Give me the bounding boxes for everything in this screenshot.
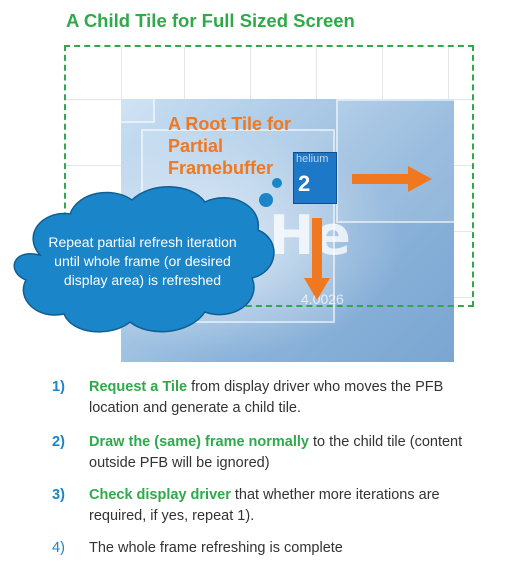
root-tile-label: A Root Tile for Partial Framebuffer — [168, 114, 291, 178]
child-tile-frame — [64, 45, 474, 307]
step-highlight: Check display driver — [89, 487, 231, 503]
step-number: 4) — [52, 540, 65, 556]
cloud-shape-icon — [13, 186, 275, 333]
down-arrow-icon — [304, 218, 330, 300]
diagram-title: A Child Tile for Full Sized Screen — [66, 10, 355, 31]
step-text: to the child tile (content outside PFB w… — [89, 434, 463, 471]
root-tile-element-name: helium — [296, 153, 329, 165]
step-text: The whole frame refreshing is complete — [89, 540, 343, 556]
step-text: from display driver who moves the PFB lo… — [89, 379, 444, 416]
root-tile: helium 2 — [293, 152, 337, 204]
root-tile-number: 2 — [298, 171, 311, 196]
step-highlight: Draw the (same) frame normally — [89, 434, 309, 450]
step-number: 1) — [52, 379, 65, 395]
helium-symbol: He — [269, 204, 351, 267]
step-number: 3) — [52, 487, 65, 503]
step-highlight: Request a Tile — [89, 379, 188, 395]
step-number: 2) — [52, 434, 65, 450]
right-arrow-icon — [352, 166, 432, 192]
cloud-text: Repeat partial refresh iteration until w… — [48, 234, 237, 288]
step-text: that whether more iterations are require… — [89, 487, 440, 524]
thought-bubble-dots-icon — [259, 178, 282, 207]
helium-mass: 4.0026 — [301, 291, 344, 307]
